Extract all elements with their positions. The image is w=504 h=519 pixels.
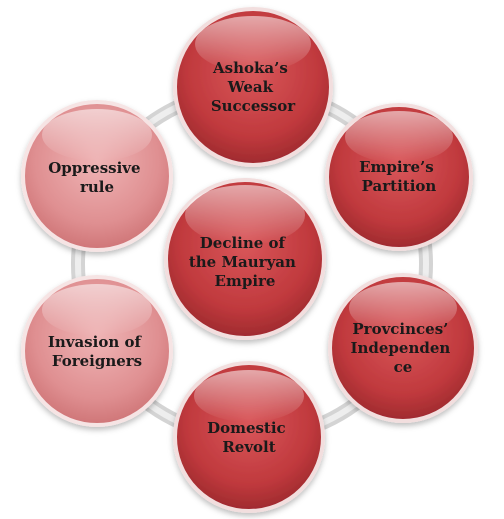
node-weak-successor xyxy=(173,7,333,167)
node-domestic-revolt xyxy=(173,361,325,513)
node-partition-line-1: Empire’s xyxy=(359,158,434,176)
center-label: Decline of the Mauryan Empire xyxy=(189,234,301,290)
node-partition-label: Empire’s Partition xyxy=(359,158,439,195)
node-invasion-line-2: Foreigners xyxy=(52,352,142,370)
node-provinces-independence-line-3: ce xyxy=(394,358,413,376)
node-domestic-revolt-label: Domestic Revolt xyxy=(207,419,291,456)
node-provinces-independence-label: Provcinces’ Independen ce xyxy=(350,320,455,376)
node-oppressive-rule-label: Oppressive rule xyxy=(48,159,146,196)
center-label-line-1: Decline of xyxy=(200,234,287,252)
node-domestic-revolt-line-2: Revolt xyxy=(222,438,275,456)
node-oppressive-rule-line-1: Oppressive xyxy=(48,159,140,177)
node-oppressive-rule-line-2: rule xyxy=(80,178,114,196)
node-partition-line-2: Partition xyxy=(362,177,437,195)
node-oppressive-rule xyxy=(21,100,173,252)
node-invasion-line-1: Invasion of xyxy=(48,333,143,351)
center-node xyxy=(164,178,326,340)
node-provinces-independence xyxy=(328,273,478,423)
node-invasion-label: Invasion of Foreigners xyxy=(48,333,146,370)
center-label-line-3: Empire xyxy=(215,272,276,290)
node-weak-successor-line-1: Ashoka’s xyxy=(212,59,288,77)
node-invasion xyxy=(21,275,173,427)
node-partition xyxy=(325,103,473,251)
node-provinces-independence-line-2: Independen xyxy=(350,339,450,357)
node-weak-successor-label: Ashoka’s Weak Successor xyxy=(211,59,296,115)
node-weak-successor-line-3: Successor xyxy=(211,97,296,115)
node-domestic-revolt-line-1: Domestic xyxy=(207,419,286,437)
node-weak-successor-line-2: Weak xyxy=(227,78,274,96)
node-provinces-independence-line-1: Provcinces’ xyxy=(352,320,448,338)
center-label-line-2: the Mauryan xyxy=(189,253,296,271)
